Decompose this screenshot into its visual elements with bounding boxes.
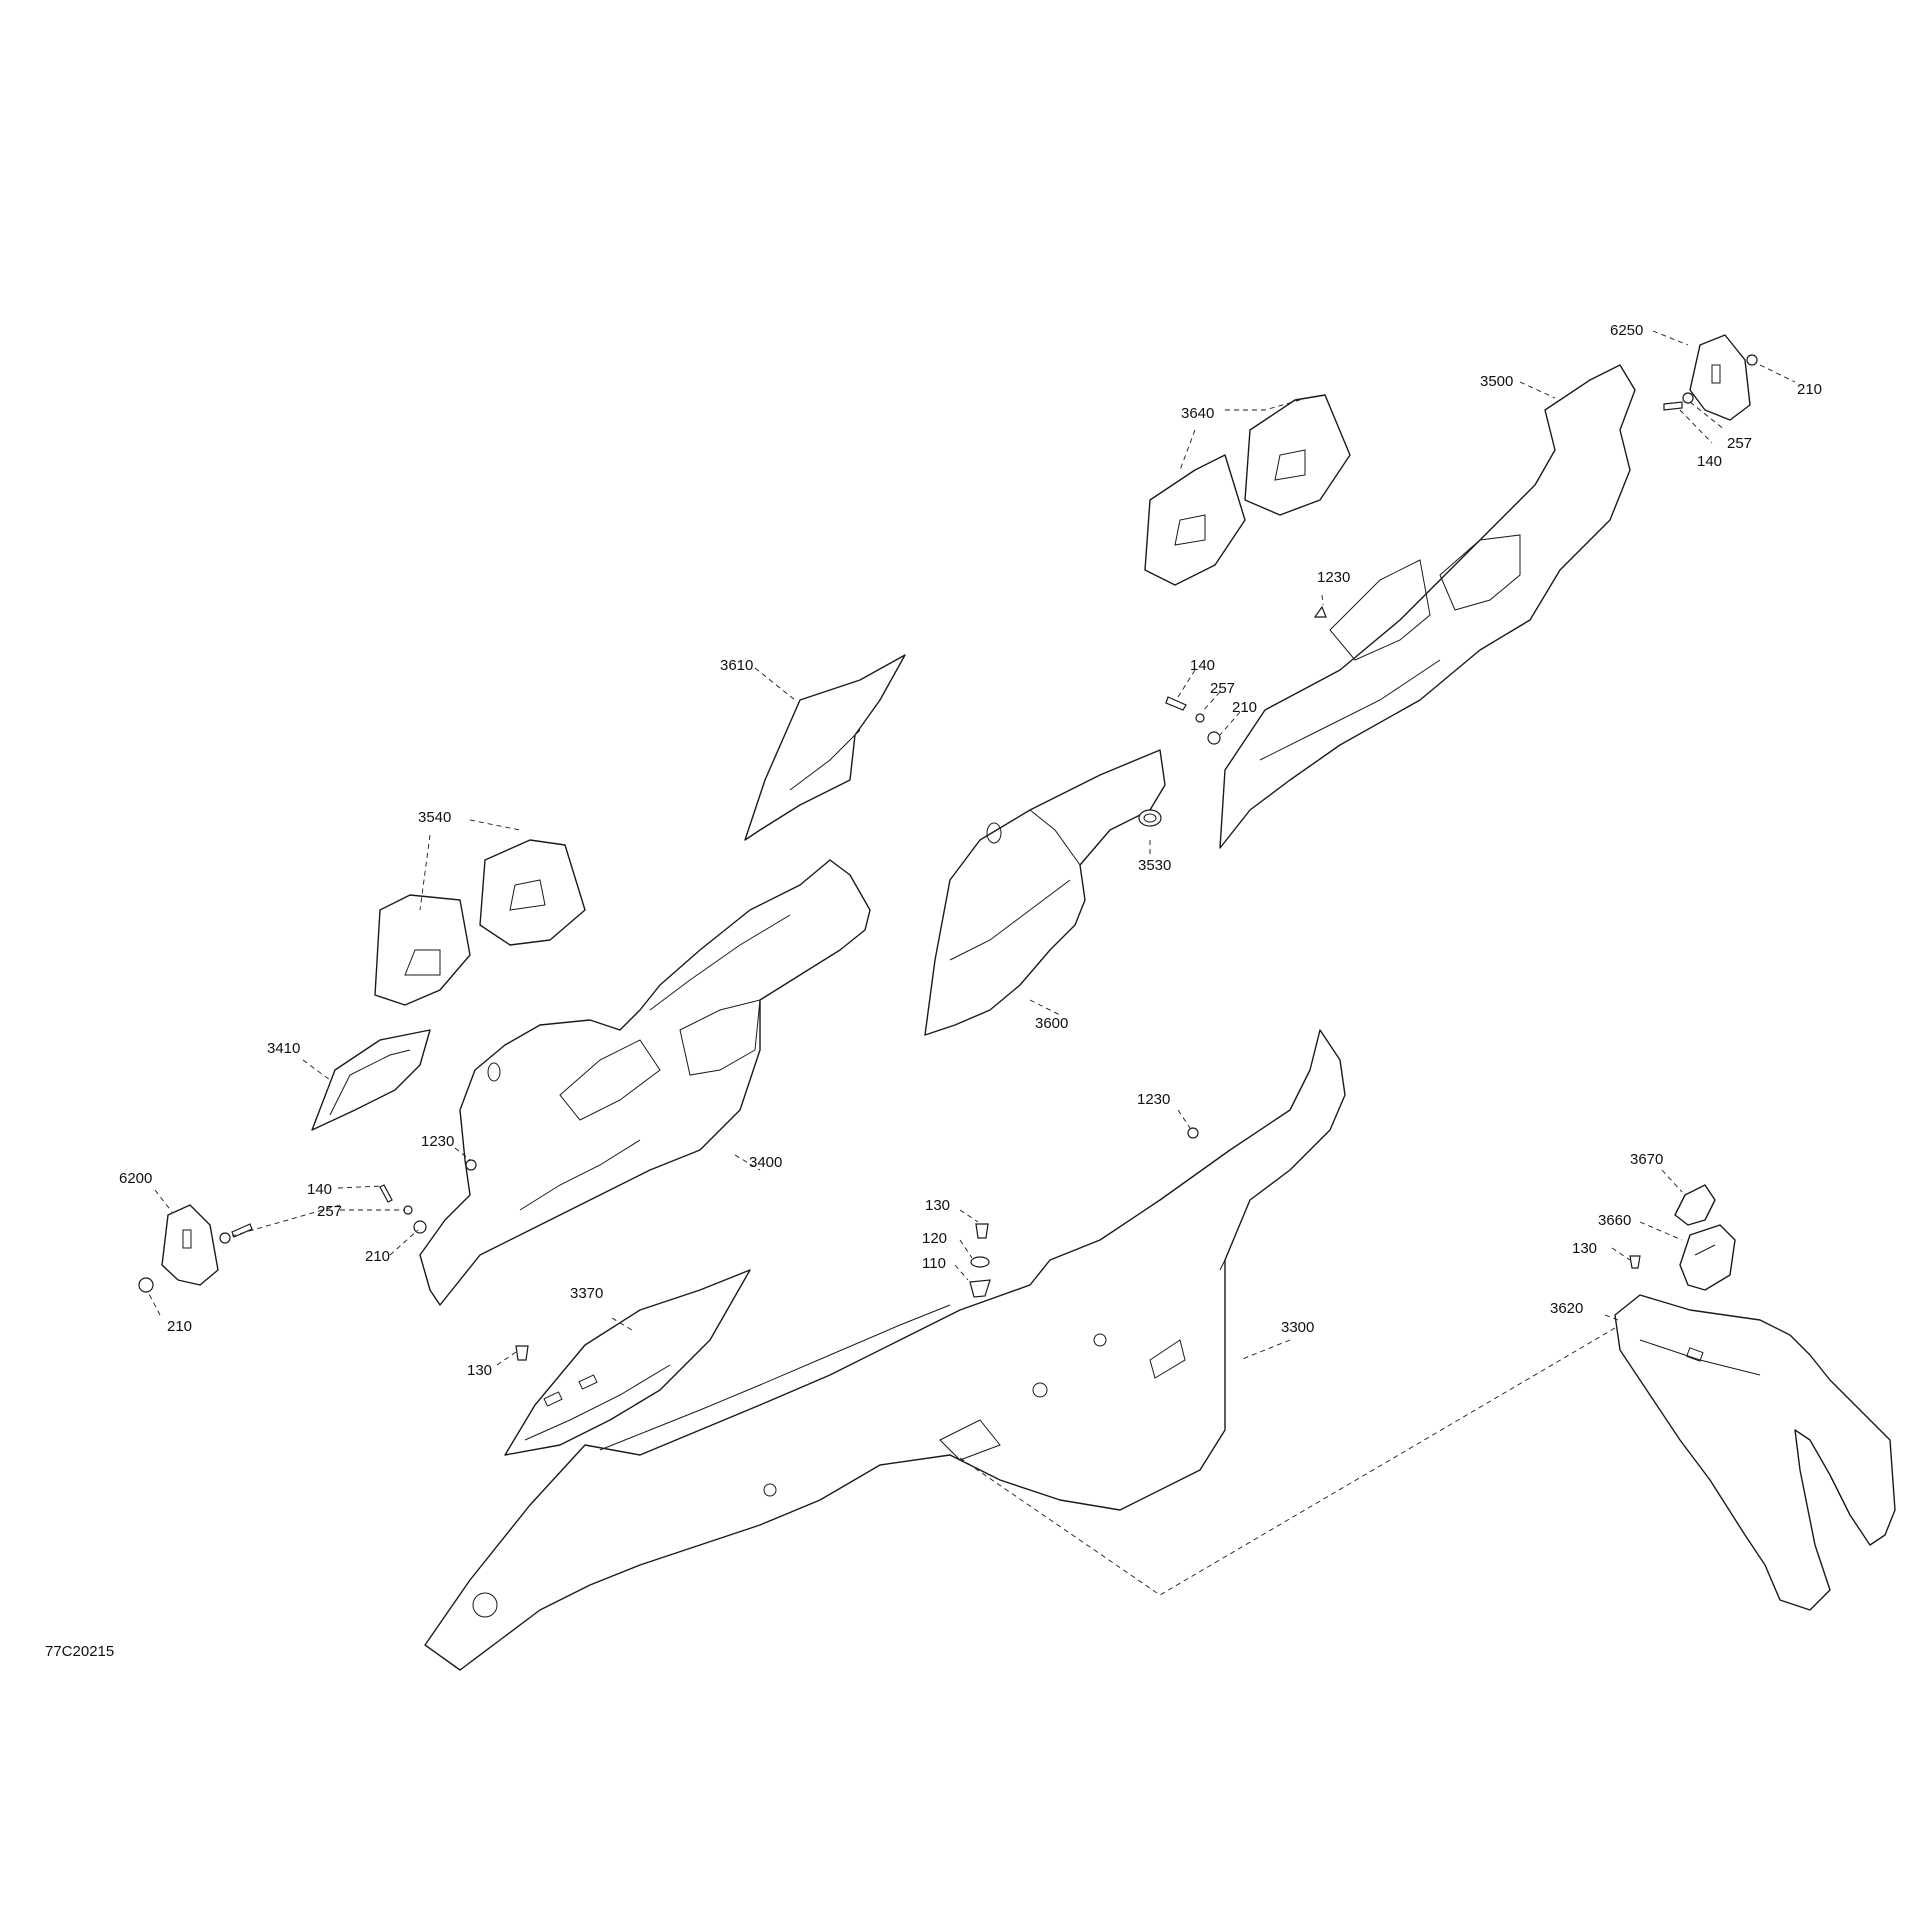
- callout-labels: 6250 210 257 140 3500 3640 1230 140 257 …: [119, 322, 1822, 1379]
- nut-210-a: [1746, 354, 1758, 366]
- callout-3300: 3300: [1281, 1319, 1314, 1336]
- part-3400-console-housing: [419, 859, 871, 1306]
- clip-1230-c: [1187, 1127, 1199, 1139]
- callout-257: 257: [1210, 680, 1235, 697]
- screw-130-c: [1629, 1255, 1641, 1269]
- leader-lines: [147, 330, 1796, 1596]
- nut-210-b: [1207, 731, 1221, 745]
- callout-120: 120: [922, 1230, 947, 1247]
- callout-210: 210: [167, 1318, 192, 1335]
- nut-210-d: [138, 1277, 154, 1293]
- callout-210: 210: [1797, 381, 1822, 398]
- callout-3540: 3540: [418, 809, 451, 826]
- callout-3670: 3670: [1630, 1151, 1663, 1168]
- part-3500-upper-wall: [1219, 364, 1636, 849]
- part-3300-floor-panel: [424, 1029, 1346, 1671]
- callout-210: 210: [1232, 699, 1257, 716]
- callout-6200: 6200: [119, 1170, 152, 1187]
- callout-130: 130: [1572, 1240, 1597, 1257]
- nut-210-c: [413, 1220, 427, 1234]
- part-3410-tray: [311, 1029, 431, 1131]
- callout-3620: 3620: [1550, 1300, 1583, 1317]
- callout-1230: 1230: [421, 1133, 454, 1150]
- part-3370-bracket: [504, 1269, 751, 1456]
- screw-140-c: [379, 1184, 393, 1203]
- part-6200-bracket: [161, 1204, 219, 1286]
- callout-130: 130: [467, 1362, 492, 1379]
- screw-130-b: [515, 1345, 529, 1361]
- washer-257-a: [1682, 392, 1694, 404]
- callout-3370: 3370: [570, 1285, 603, 1302]
- part-3670-clip: [1674, 1184, 1716, 1226]
- callout-130: 130: [925, 1197, 950, 1214]
- screw-130-a: [975, 1223, 989, 1239]
- washer-257-b: [1195, 713, 1205, 723]
- callout-210: 210: [365, 1248, 390, 1265]
- callout-3400: 3400: [749, 1154, 782, 1171]
- callout-3410: 3410: [267, 1040, 300, 1057]
- washer-257-c: [403, 1205, 413, 1215]
- callout-1230: 1230: [1317, 569, 1350, 586]
- screw-140-b: [1165, 696, 1187, 711]
- part-3530-grommet: [1138, 809, 1162, 827]
- callout-6250: 6250: [1610, 322, 1643, 339]
- part-3610-panel: [744, 654, 906, 841]
- callout-1230: 1230: [1137, 1091, 1170, 1108]
- screw-140-a: [1663, 401, 1683, 411]
- clip-1230-b: [465, 1159, 477, 1171]
- part-6250-bracket: [1689, 334, 1751, 421]
- rivet-110: [969, 1279, 991, 1298]
- part-3600-console-housing: [924, 749, 1166, 1036]
- callout-3660: 3660: [1598, 1212, 1631, 1229]
- diagram-code: 77C20215: [45, 1643, 114, 1660]
- callout-140: 140: [1190, 657, 1215, 674]
- part-3620-bracket-arm: [1614, 1294, 1896, 1611]
- part-3640-pads: [1144, 394, 1351, 586]
- washer-257-d: [219, 1232, 231, 1244]
- callout-3600: 3600: [1035, 1015, 1068, 1032]
- callout-110: 110: [922, 1255, 946, 1272]
- callout-3500: 3500: [1480, 373, 1513, 390]
- callout-140: 140: [307, 1181, 332, 1198]
- callout-3530: 3530: [1138, 857, 1171, 874]
- callout-3610: 3610: [720, 657, 753, 674]
- part-3660-clip: [1679, 1224, 1736, 1291]
- clip-1230-a: [1313, 605, 1327, 618]
- callout-140: 140: [1697, 453, 1722, 470]
- callout-257: 257: [1727, 435, 1752, 452]
- washer-120: [970, 1256, 990, 1268]
- callout-257: 257: [317, 1203, 342, 1220]
- callout-3640: 3640: [1181, 405, 1214, 422]
- part-3540-pads: [374, 839, 586, 1006]
- hardware: [138, 354, 1758, 1361]
